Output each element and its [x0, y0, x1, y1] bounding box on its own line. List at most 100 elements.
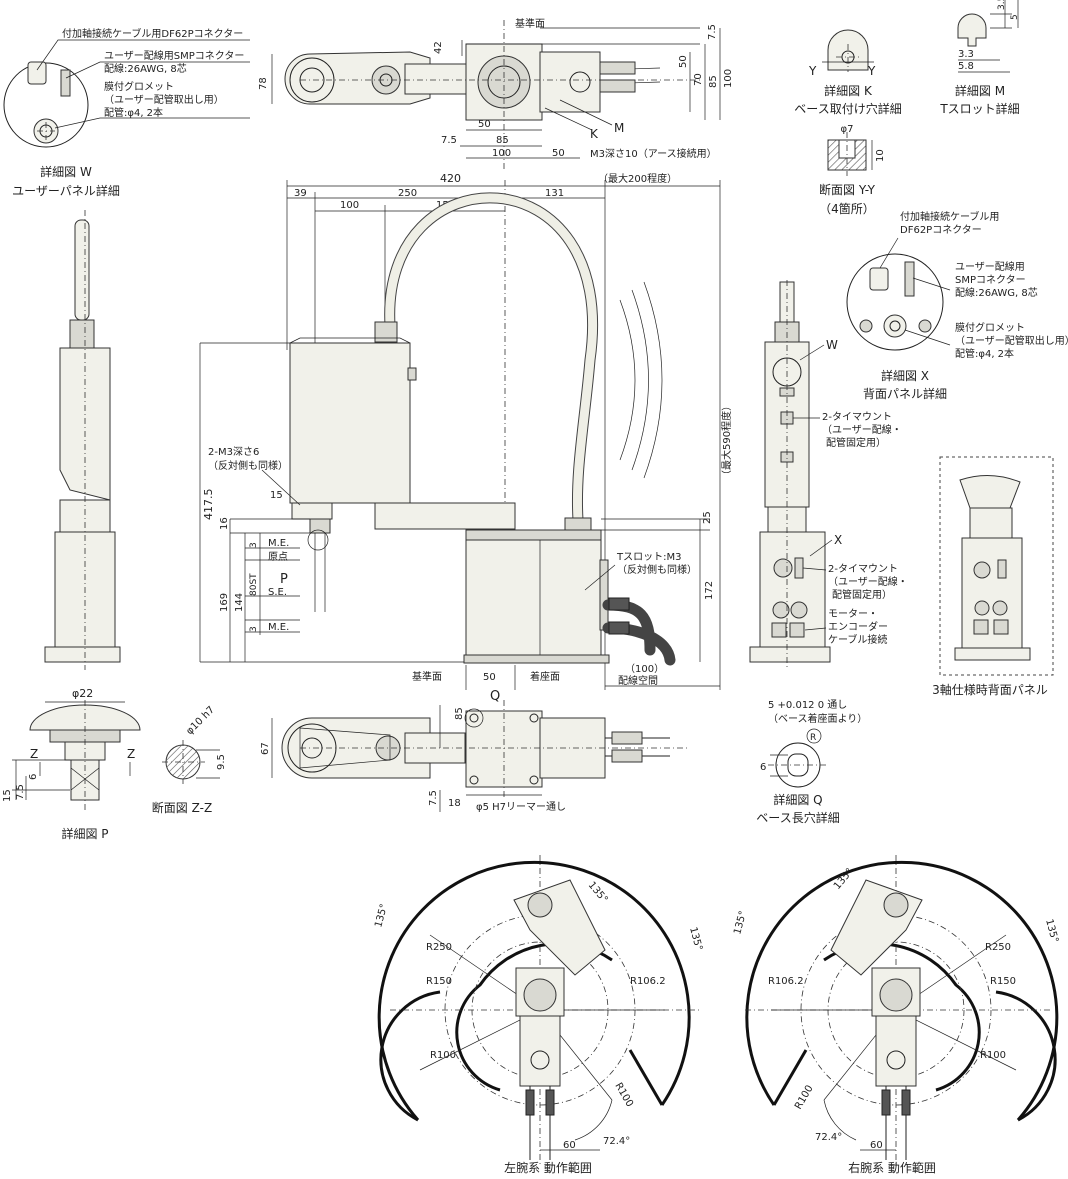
back-label-tie1b: （ユーザー配線・ [822, 423, 902, 436]
detail-x-note-4: SMPコネクター [955, 274, 1026, 286]
section-yy-caption-2: （4箇所） [819, 202, 875, 216]
detail-q-caption-2: ベース長穴詳細 [756, 810, 839, 825]
side-top-dim-420: 420 [440, 172, 461, 185]
top-view-label-9: 85 [496, 135, 509, 146]
side-left-dim-144: 144 [234, 593, 245, 612]
detail-k-y-right: Y [867, 64, 876, 78]
top-view-label-12: 50 [552, 148, 565, 159]
side-label-tslot: Tスロット:M3 [616, 552, 681, 563]
back-label-tie2: 2-タイマウント [828, 563, 898, 575]
detail-w-note-3: 配線:26AWG, 8芯 [104, 62, 187, 75]
detail-x-note-7: （ユーザー配管取出し用） [955, 334, 1068, 347]
detail-m-caption-2: Tスロット詳細 [939, 101, 1019, 116]
side-left-dim-417: 417.5 [202, 489, 215, 521]
detail-w: 付加軸接続ケーブル用DF62Pコネクター ユーザー配線用SMPコネクター 配線:… [3, 27, 250, 198]
detail-x-note-2: DF62Pコネクター [900, 224, 982, 236]
detail-p-phi22: φ22 [72, 687, 93, 700]
range-left-r150: R150 [426, 976, 452, 987]
main-side-view: 420 （最大200程度） 39 250 131 100 150 417.5 1… [199, 172, 733, 690]
detail-k: Y Y 詳細図 K ベース取付け穴詳細 [794, 29, 902, 116]
side-left-dim-3b: 3 [249, 626, 259, 632]
section-zz-d2: 9.5 [216, 754, 227, 770]
back-label-x: X [834, 533, 842, 547]
detail-k-caption-2: ベース取付け穴詳細 [794, 101, 901, 116]
back-view: W 2-タイマウント （ユーザー配線・ 配管固定用） X 2-タイマウント （ユ… [749, 280, 908, 670]
detail-m-d1: 3.5 [997, 0, 1007, 10]
bottom-label-18: 18 [448, 798, 461, 809]
detail-k-caption: 詳細図 K [824, 83, 873, 98]
range-left-r250: R250 [426, 942, 452, 953]
range-left-60: 60 [563, 1140, 576, 1151]
section-zz: φ10 h7 9.5 断面図 Z-Z [152, 704, 227, 815]
range-right: 135° 135° 135° R106.2 R250 R150 R100 R10… [732, 855, 1060, 1175]
top-view-label-6: 85 [708, 75, 719, 88]
bottom-label-7-5: 7.5 [428, 790, 439, 806]
side-label-origin: 原点 [268, 551, 288, 563]
detail-w-note-6: 配管:φ4, 2本 [104, 106, 163, 119]
section-yy-caption: 断面図 Y-Y [819, 182, 876, 197]
detail-x-note-3: ユーザー配線用 [955, 260, 1025, 273]
bottom-label-85: 85 [454, 707, 465, 720]
back-label-tie2b: （ユーザー配線・ [828, 575, 908, 588]
range-left-r106: R106.2 [630, 976, 666, 987]
detail-q: 5 +0.012 0 通し （ベース着座面より） 6 R 詳細図 Q ベース長穴… [756, 699, 867, 825]
detail-w-note-4: 膜付グロメット [104, 80, 174, 93]
side-label-opposite: （反対側も同様） [208, 459, 288, 472]
detail-w-note-5: （ユーザー配管取出し用） [104, 93, 224, 106]
detail-m-d2: 5 [1010, 14, 1020, 20]
range-right-135-a: 135° [732, 910, 749, 936]
detail-q-r: R [810, 733, 816, 743]
range-right-r150: R150 [990, 976, 1016, 987]
side-left-dim-3a: 3 [249, 542, 259, 548]
top-view: 基準面 42 78 7.5 50 70 85 100 50 85 7.5 100… [258, 17, 734, 170]
top-view-label-7: 100 [723, 69, 734, 88]
side-top-dim-131: 131 [545, 188, 564, 199]
top-view-label-11: 100 [492, 148, 511, 159]
detail-p: φ22 Z Z 15 7.5 6 詳細図 P [2, 687, 141, 841]
top-view-label-m: M [614, 121, 624, 135]
side-left-dim-80st: 80ST [249, 573, 259, 596]
smp-connector-icon [60, 69, 71, 97]
range-left: 135° 135° 135° R250 R150 R106.2 R100 R10… [373, 855, 704, 1175]
panel-3axis: 3軸仕様時背面パネル [932, 456, 1054, 697]
detail-w-caption-2: ユーザーパネル詳細 [12, 183, 120, 198]
detail-m: 3.5 5 3.3 5.8 詳細図 M Tスロット詳細 [939, 0, 1020, 116]
side-top-dim-max200: （最大200程度） [598, 172, 677, 185]
df62p-connector-icon [27, 61, 47, 85]
range-right-135-c: 135° [1043, 918, 1060, 944]
bottom-view: 85 67 7.5 18 Q φ5 H7リーマー通し [260, 689, 690, 813]
left-side-view [44, 210, 121, 670]
panel-3axis-caption: 3軸仕様時背面パネル [932, 683, 1048, 697]
bottom-label-q: Q [490, 689, 500, 704]
side-right-dim-172: 172 [704, 581, 715, 600]
detail-x-caption: 詳細図 X [881, 368, 929, 383]
side-right-dim-25: 25 [702, 511, 713, 524]
top-view-label-10: 7.5 [441, 135, 457, 146]
detail-p-6: 6 [28, 774, 39, 780]
side-label-me-bottom: M.E. [268, 622, 289, 633]
range-right-r100-b: R100 [793, 1083, 816, 1111]
side-top-dim-250: 250 [398, 188, 417, 199]
range-left-135-b: 135° [586, 880, 610, 906]
detail-k-y-left: Y [808, 64, 817, 78]
section-yy: φ7 10 断面図 Y-Y （4箇所） [819, 124, 886, 216]
side-label-wiring-space: 配線空間 [618, 674, 658, 687]
back-label-w: W [826, 338, 838, 352]
range-right-r100-a: R100 [980, 1050, 1006, 1061]
detail-x-note-8: 配管:φ4, 2本 [955, 347, 1014, 360]
range-right-r250: R250 [985, 942, 1011, 953]
back-label-tie1: 2-タイマウント [822, 411, 892, 423]
back-label-tie1c: 配管固定用） [826, 436, 886, 449]
range-left-r100-b: R100 [612, 1081, 635, 1109]
section-zz-d1: φ10 h7 [184, 704, 217, 737]
detail-m-caption: 詳細図 M [955, 83, 1005, 98]
back-label-motor: モーター・ [828, 608, 878, 620]
detail-x: 付加軸接続ケーブル用 DF62Pコネクター ユーザー配線用 SMPコネクター 配… [846, 210, 1068, 401]
side-label-50: 50 [483, 672, 496, 683]
top-view-label-1: 42 [433, 41, 444, 54]
top-view-label-4: 50 [678, 55, 689, 68]
bottom-view-note: φ5 H7リーマー通し [476, 801, 566, 813]
detail-q-note-2: （ベース着座面より） [768, 712, 867, 725]
detail-m-d3: 3.3 [958, 49, 974, 60]
detail-q-d1: 6 [760, 762, 766, 773]
